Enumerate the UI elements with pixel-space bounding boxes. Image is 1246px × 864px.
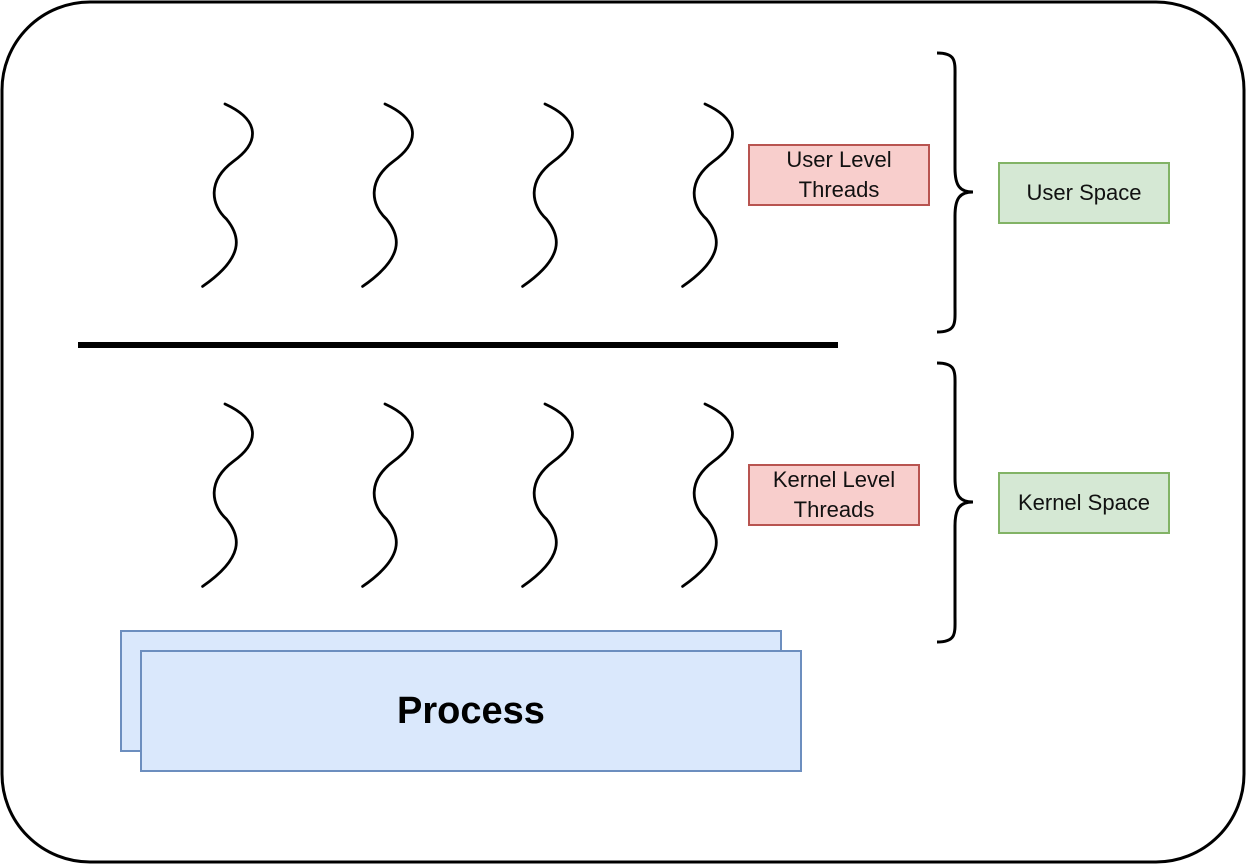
- kernel-space-text: Kernel Space: [1017, 490, 1151, 515]
- user-level-threads-text: User Level Threads: [786, 147, 892, 202]
- user-space-brace-icon: [936, 51, 974, 334]
- user-space-text: User Space: [1026, 180, 1142, 205]
- kernel-space-label: Kernel Space: [998, 472, 1170, 534]
- process-box: Process: [140, 650, 802, 772]
- kernel-space-brace-icon: [936, 361, 974, 644]
- kernel-level-threads-text: Kernel Level Threads: [772, 467, 896, 522]
- kernel-level-threads-label: Kernel Level Threads: [748, 464, 920, 526]
- user-space-label: User Space: [998, 162, 1170, 224]
- process-label: Process: [397, 689, 545, 732]
- user-level-threads-label: User Level Threads: [748, 144, 930, 206]
